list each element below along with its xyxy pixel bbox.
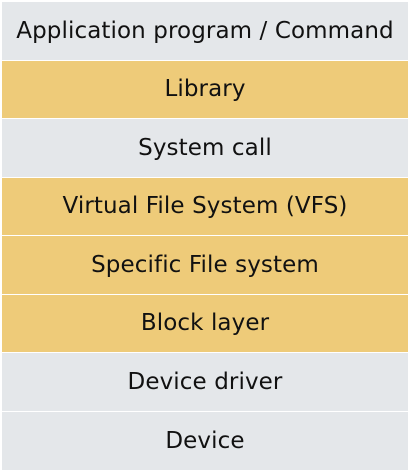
layer-application-program: Application program / Command (2, 2, 408, 61)
layer-label: Specific File system (91, 251, 319, 278)
layer-label: Device driver (127, 368, 283, 395)
layer-block-layer: Block layer (2, 294, 408, 353)
layer-specific-file-system: Specific File system (2, 236, 408, 295)
layer-label: Device (165, 427, 245, 454)
layer-label: Library (164, 76, 246, 103)
layer-stack-diagram: Application program / Command Library Sy… (2, 2, 408, 470)
layer-system-call: System call (2, 119, 408, 178)
layer-label: Application program / Command (16, 17, 394, 44)
layer-label: System call (138, 134, 272, 161)
layer-label: Block layer (140, 310, 270, 337)
layer-label: Virtual File System (VFS) (62, 193, 348, 220)
layer-library: Library (2, 60, 408, 119)
layer-device: Device (2, 411, 408, 470)
layer-device-driver: Device driver (2, 353, 408, 412)
layer-vfs: Virtual File System (VFS) (2, 177, 408, 236)
